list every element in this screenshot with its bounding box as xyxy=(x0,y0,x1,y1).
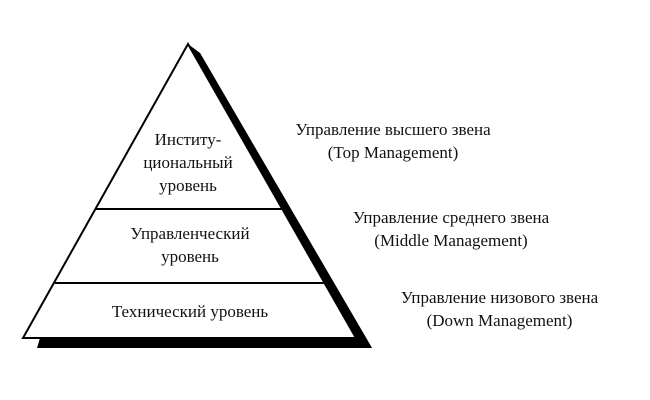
level-institutional-line-2: циональный xyxy=(143,153,233,172)
level-managerial-line-1: Управленческий xyxy=(130,224,250,243)
level-technical-label: Технический уровень xyxy=(60,300,320,323)
middle-management-en: (Middle Management) xyxy=(374,231,528,250)
level-managerial-label: Управленческий уровень xyxy=(90,222,290,268)
level-institutional-line-3: уровень xyxy=(159,176,217,195)
pyramid-shadow-edge xyxy=(188,44,372,348)
pyramid-outline xyxy=(21,41,358,339)
level-technical-line-1: Технический уровень xyxy=(111,302,269,321)
top-management-en: (Top Management) xyxy=(327,143,459,162)
level-institutional-label: Институ- циональный уровень xyxy=(118,128,258,197)
down-management-label: Управление низового звена (Down Manageme… xyxy=(372,286,627,332)
middle-management-label: Управление среднего звена (Middle Manage… xyxy=(326,206,576,252)
level-institutional-line-1: Институ- xyxy=(154,130,222,149)
level-managerial-line-2: уровень xyxy=(161,247,219,266)
down-management-en: (Down Management) xyxy=(426,311,573,330)
down-management-ru: Управление низового звена xyxy=(400,288,599,307)
middle-management-ru: Управление среднего звена xyxy=(352,208,550,227)
top-management-label: Управление высшего звена (Top Management… xyxy=(278,118,508,164)
top-management-ru: Управление высшего звена xyxy=(295,120,491,139)
